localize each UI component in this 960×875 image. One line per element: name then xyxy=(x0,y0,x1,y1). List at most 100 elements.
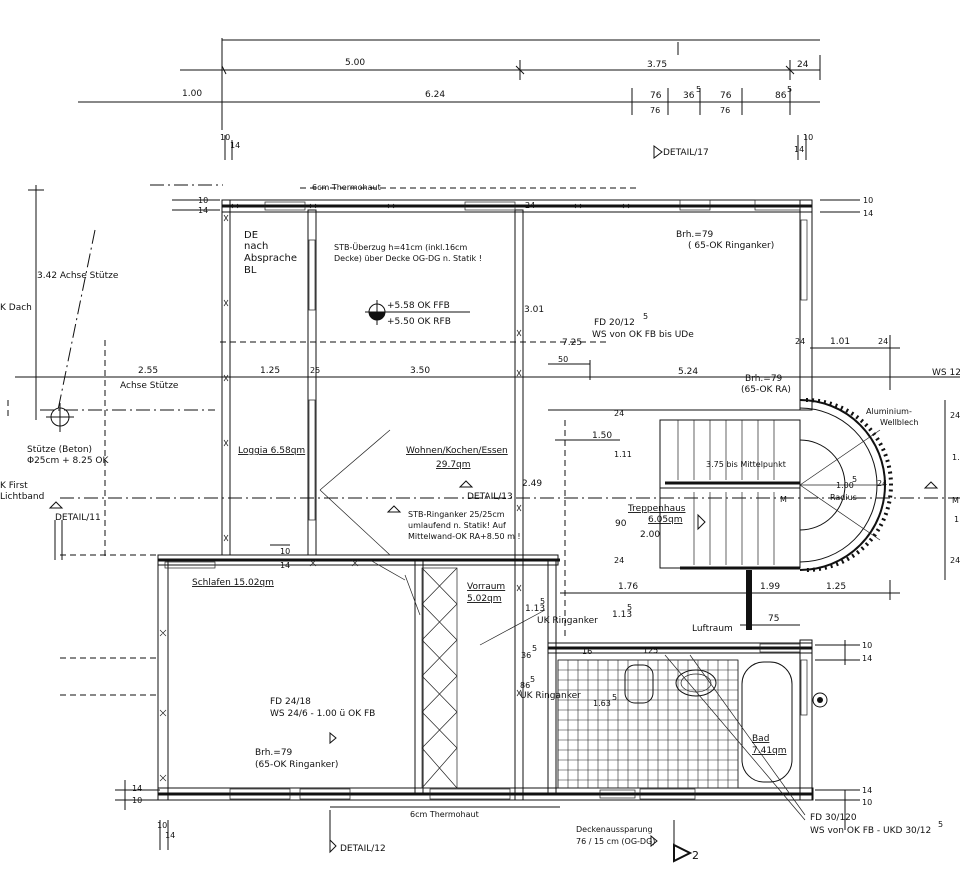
stutze-beton-line2: Φ25cm + 8.25 OK xyxy=(27,456,109,466)
dim-24-stair-top: 24 xyxy=(614,409,624,418)
dim-24-stair-bottom: 24 xyxy=(614,556,624,565)
dim-24-wall: 24 xyxy=(525,201,535,210)
dim-10-loggia: 10 xyxy=(280,547,290,556)
right-24-bottom: 24 xyxy=(950,556,960,565)
ws-30-sup: 5 xyxy=(938,820,943,829)
ok-first-line1: K First xyxy=(0,481,28,491)
dim-25: 25 xyxy=(310,366,320,375)
wohnen-area: 29.7qm xyxy=(436,460,471,470)
dim-75: 75 xyxy=(768,614,779,624)
detail-markers xyxy=(48,145,939,863)
dim-365-sup: 5 xyxy=(532,644,537,653)
mark-10-right: 10 xyxy=(863,196,873,205)
dim-249: 2.49 xyxy=(522,479,542,489)
dim-16: 16 xyxy=(582,647,592,656)
detail-11-label: DETAIL/11 xyxy=(55,513,101,523)
right-1: 1. xyxy=(952,453,960,462)
dim-10-bottom-edge: 10 xyxy=(157,821,167,830)
stb-uberzug-line1: STB-Überzug h=41cm (inkl.16cm xyxy=(334,242,467,252)
height-rfb: +5.50 OK RFB xyxy=(387,317,451,327)
dim-365: 36 xyxy=(521,651,531,660)
top-dimension-chains: 5.00 3.75 24 1.00 6.24 76 36 5 76 86 5 7… xyxy=(78,38,821,130)
ws-30-label: WS von OK FB - UKD 30/12 xyxy=(810,826,931,836)
dim-24-stair: 24 xyxy=(795,337,805,346)
dim-10-bottom-right: 10 xyxy=(862,798,872,807)
mark-10-top-left: 10 xyxy=(220,133,230,142)
stb-ringanker-line3: Mittelwand-OK RA+8.50 m ! xyxy=(408,532,521,541)
dim-624: 6.24 xyxy=(425,90,445,100)
dim-1135-a: 1.13 xyxy=(525,604,545,614)
dim-111: 1.11 xyxy=(614,450,632,459)
dim-200: 2.00 xyxy=(640,530,660,540)
dim-375-stair: 3.75 bis Mittelpunkt xyxy=(706,460,786,469)
dim-255: 2.55 xyxy=(138,366,158,376)
vorraum-label: Vorraum xyxy=(467,582,505,592)
dim-1135-b-sup: 5 xyxy=(627,603,632,612)
radius-value: 1.00 xyxy=(836,481,854,490)
right-1b: 1 xyxy=(954,515,959,524)
window-marks xyxy=(159,199,801,800)
fd-20-sup: 5 xyxy=(643,312,648,321)
mark-10-top-right: 10 xyxy=(803,133,813,142)
detail-arrow-2: 2 xyxy=(692,849,699,862)
small-tick-marks: 10 14 10 14 10 14 10 14 xyxy=(172,133,873,218)
height-ffb: +5.58 OK FFB xyxy=(387,301,450,311)
reference-lines xyxy=(7,184,960,808)
mark-10-left: 10 xyxy=(198,196,208,205)
ws-12-label: WS 12 xyxy=(932,368,960,378)
brh-top-line2: ( 65-OK Ringanker) xyxy=(688,241,774,251)
dim-24-right: 24 xyxy=(878,337,888,346)
bad-label: Bad xyxy=(752,734,769,744)
loggia-label: Loggia 6.58qm xyxy=(238,446,305,456)
de-nach-line2: nach xyxy=(244,241,268,252)
dim-86: 86 xyxy=(775,91,787,101)
vorraum-area: 5.02qm xyxy=(467,594,502,604)
dim-76-c: 76 xyxy=(650,106,660,115)
bathroom-tiles xyxy=(557,659,739,789)
stb-ringanker-line2: umlaufend n. Statik! Auf xyxy=(408,521,506,530)
concrete-column xyxy=(46,403,74,432)
de-nach-line4: BL xyxy=(244,265,257,276)
dim-76-a: 76 xyxy=(650,91,662,101)
dim-865-sup: 5 xyxy=(530,675,535,684)
dim-176: 1.76 xyxy=(618,582,638,592)
mark-14-top-left: 14 xyxy=(230,141,240,150)
dim-350: 3.50 xyxy=(410,366,430,376)
dim-125-b: 1.25 xyxy=(826,582,846,592)
thermohaut-top-label: 6cm Thermohaut xyxy=(312,183,381,192)
schlafen-label: Schlafen 15.02qm xyxy=(192,578,274,588)
dim-36-sup: 5 xyxy=(696,85,701,94)
brh-top-line1: Brh.=79 xyxy=(676,230,714,240)
dim-1135-b: 1.13 xyxy=(612,610,632,620)
m-right: M xyxy=(952,496,959,505)
dim-14-right-bath: 14 xyxy=(862,654,872,663)
fd-30-label: FD 30/120 xyxy=(810,813,857,823)
ok-first-line2: Lichtband xyxy=(0,492,44,502)
brh-ra-line1: Brh.=79 xyxy=(745,374,783,384)
de-nach-line3: Absprache xyxy=(244,253,297,264)
uk-ringanker-2: UK Ringanker xyxy=(520,691,581,701)
mark-14-left: 14 xyxy=(198,206,208,215)
dim-725: 7.25 xyxy=(562,338,582,348)
dim-86-sup: 5 xyxy=(787,85,792,94)
stb-ringanker-line1: STB-Ringanker 25/25cm xyxy=(408,510,505,519)
dim-50: 50 xyxy=(558,355,568,364)
right-dimension-ticks xyxy=(54,335,946,850)
mark-14-top-right: 14 xyxy=(794,145,804,154)
exterior-walls xyxy=(157,199,814,801)
thermohaut-bottom-label: 6cm Thermohaut xyxy=(410,810,479,819)
dim-14-loggia: 14 xyxy=(280,561,290,570)
dim-375: 3.75 xyxy=(647,60,667,70)
dim-14-bottom-left: 14 xyxy=(132,784,142,793)
staircase xyxy=(659,398,893,572)
dim-865: 86 xyxy=(520,681,530,690)
dim-24-radius: 24 xyxy=(877,479,887,488)
ws-von-label: WS von OK FB bis UDe xyxy=(592,330,694,340)
dim-524: 5.24 xyxy=(678,367,698,377)
dim-14-bottom-edge: 14 xyxy=(165,831,175,840)
fd-24-label: FD 24/18 xyxy=(270,697,311,707)
dim-76-d: 76 xyxy=(720,106,730,115)
detail-17-label: DETAIL/17 xyxy=(663,148,709,158)
uk-ringanker-1: UK Ringanker xyxy=(537,616,598,626)
